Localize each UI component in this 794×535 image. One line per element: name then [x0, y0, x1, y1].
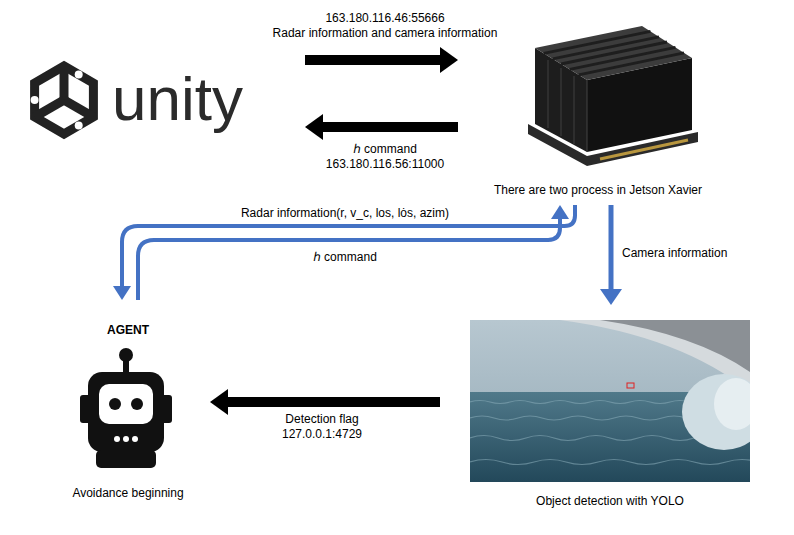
flow-arrow [305, 114, 458, 140]
edge-label: Detection flag 127.0.0.1:4729 [222, 412, 422, 442]
arrow-shaft [138, 216, 560, 300]
logo-hexagon [35, 66, 94, 134]
flow-arrow [210, 389, 440, 415]
yolo-caption: Object detection with YOLO [470, 494, 750, 508]
flow-arrow [305, 47, 458, 73]
wave [470, 460, 750, 465]
device-top-face [535, 26, 692, 80]
edge-label: Camera information [622, 246, 782, 261]
unity-logo-icon [35, 66, 94, 134]
robot-face [99, 384, 153, 424]
arrow-shaft [122, 205, 575, 289]
device-groove [560, 68, 562, 136]
logo-gap [75, 71, 83, 79]
edge-label: ℎ command 163.180.116.56:11000 [250, 142, 520, 172]
arrow-head [600, 289, 622, 305]
robot-eye [109, 398, 121, 410]
device-fin [579, 53, 684, 75]
arrow-head [210, 389, 228, 415]
edge-label-holder: Camera information [622, 246, 782, 261]
arrow-head [440, 47, 458, 73]
arrow-shaft [609, 205, 614, 292]
logo-gap [75, 122, 83, 130]
flow-arrow [138, 205, 569, 300]
unity-logo: unity [28, 50, 305, 140]
edge-label-holder: ℎ command [180, 250, 510, 265]
arrow-shaft [305, 55, 444, 65]
edge-label: 163.180.116.46:55666 Radar information a… [250, 11, 520, 41]
ship-bulb [682, 374, 750, 450]
arrow-shaft [224, 397, 440, 407]
arrow-shaft [319, 122, 458, 132]
robot-eye [131, 398, 143, 410]
device-groove [573, 76, 575, 144]
device-grooves [548, 60, 574, 144]
device-groove [547, 60, 549, 128]
agent-robot: AGENT Avoidance beginning [60, 300, 210, 500]
robot-icon [80, 348, 172, 468]
edge-label-holder: Radar information(r, v_c, los, lȯs, azim… [180, 206, 510, 221]
device-edge [587, 80, 588, 152]
device-fins [544, 31, 684, 75]
jetson-device [528, 26, 698, 166]
yolo-screenshot [470, 320, 750, 482]
robot-head [88, 372, 164, 452]
robot-mouth-dot [132, 436, 138, 442]
flow-arrow [600, 205, 622, 305]
arrow-head [305, 114, 323, 140]
robot-mouth-dot [123, 436, 129, 442]
agent-title: AGENT [60, 323, 196, 337]
logo-spoke [64, 100, 93, 117]
ship-hull-shadow [600, 320, 750, 372]
detection-box [627, 383, 634, 388]
logo-gaps [31, 71, 83, 130]
arrow-head [551, 205, 569, 219]
ship-bulb-highlight [714, 378, 750, 430]
yolo-screenshot: Object detection with YOLO [440, 305, 750, 510]
logo-spoke [60, 66, 69, 100]
robot-mouth-dot [114, 436, 120, 442]
robot-antenna [123, 360, 129, 374]
edge-label: Radar information(r, v_c, los, lȯs, azim… [180, 206, 510, 221]
edge-label-holder: ℎ command 163.180.116.56:11000 [250, 142, 520, 172]
robot-antenna-ball [119, 348, 133, 362]
edge-label: ℎ command [180, 250, 510, 265]
flow-arrow [113, 205, 575, 300]
agent-caption: Avoidance beginning [60, 486, 196, 500]
logo-wordmark: unity [112, 68, 292, 130]
edge-label-holder: Detection flag 127.0.0.1:4729 [222, 412, 422, 442]
robot-body [96, 450, 156, 468]
device-caption: There are two process in Jetson Xavier [476, 183, 720, 197]
logo-gap [31, 96, 39, 104]
arrow-head [113, 286, 131, 300]
edge-label-holder: 163.180.116.46:55666 Radar information a… [250, 11, 520, 41]
jetson-device: There are two process in Jetson Xavier [458, 25, 720, 205]
logo-spoke [35, 100, 64, 117]
